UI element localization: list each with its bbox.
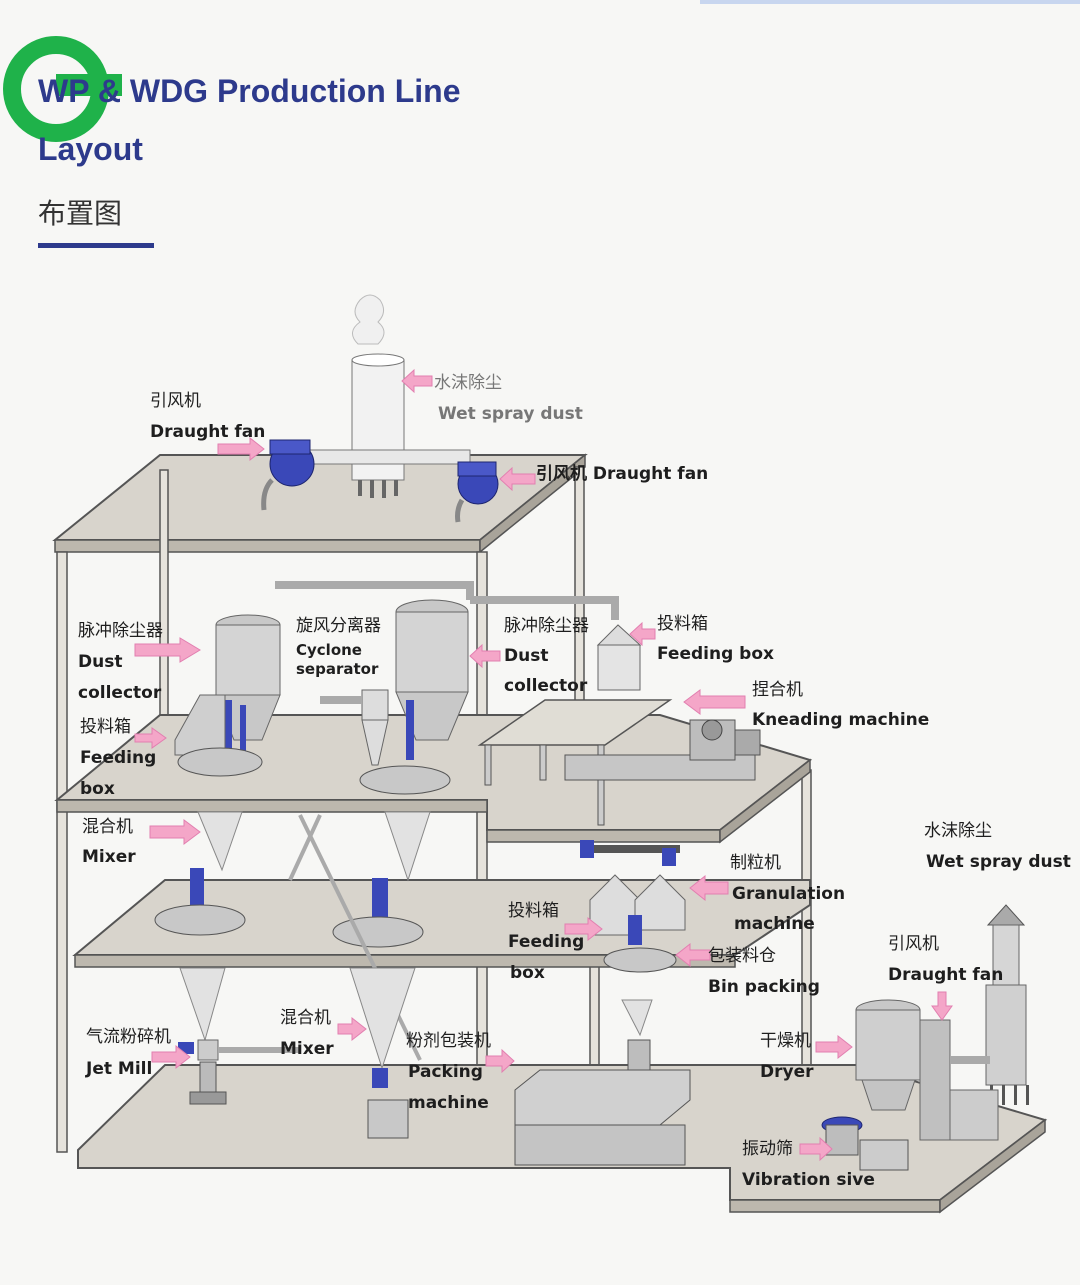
- label-dryer-en: Dryer: [760, 1062, 814, 1082]
- label-draught-fan-left-en: Draught fan: [150, 422, 266, 442]
- page-title: WP & WDG Production Line Layout: [38, 62, 558, 178]
- bin-packing-icon: [621, 999, 653, 1071]
- top-edge-line: [700, 0, 1080, 4]
- kneading-table: [477, 699, 673, 826]
- mixer-lower-icon: [349, 967, 416, 1139]
- label-wet-spray-top-zh: 水沫除尘: [434, 373, 502, 393]
- feeding-box-left-icon: [174, 694, 263, 777]
- upper-duct: [275, 581, 619, 620]
- label-kneading-zh: 捏合机: [752, 680, 803, 700]
- label-cyclone-en2: separator: [296, 660, 379, 678]
- vibration-sieve-icon: [821, 1116, 909, 1171]
- label-dust-collector-left-en2: collector: [78, 683, 162, 703]
- wet-spray-tower-top: [351, 294, 405, 498]
- label-dryer-zh: 干燥机: [760, 1031, 811, 1051]
- label-bin-packing-zh: 包装料仓: [708, 946, 776, 966]
- label-dust-collector-right-zh: 脉冲除尘器: [504, 616, 589, 636]
- label-mixer-upper-zh: 混合机: [82, 817, 133, 837]
- mixer-upper-left-icon: [154, 811, 246, 936]
- label-kneading-en: Kneading machine: [752, 710, 930, 730]
- label-wet-spray-right-en: Wet spray dust: [926, 852, 1071, 872]
- label-vibration-zh: 振动筛: [742, 1139, 793, 1159]
- wet-spray-tower-right: [985, 904, 1029, 1105]
- label-packing-en2: machine: [408, 1093, 489, 1113]
- dust-collector-right-icon: [359, 599, 469, 795]
- granulation-machine-icon: [580, 840, 686, 973]
- label-wet-spray-top-en: Wet spray dust: [438, 404, 583, 424]
- feeding-box-top-icon: [596, 624, 642, 691]
- top-platform: [52, 453, 588, 554]
- label-dust-collector-left-zh: 脉冲除尘器: [78, 621, 163, 641]
- draught-fan-right-icon: [455, 461, 499, 523]
- page-subtitle: 布置图: [38, 197, 123, 230]
- label-feeding-box-mid-en2: box: [510, 963, 545, 983]
- label-jet-mill-en: Jet Mill: [86, 1059, 153, 1079]
- label-dust-collector-right-en1: Dust: [504, 646, 549, 666]
- label-packing-en1: Packing: [408, 1062, 483, 1082]
- label-bin-packing-en: Bin packing: [708, 977, 820, 997]
- label-cyclone-zh: 旋风分离器: [296, 616, 381, 636]
- cyclone-separator-icon: [320, 689, 389, 766]
- label-feeding-box-left-en1: Feeding: [80, 748, 157, 768]
- label-dust-collector-right-en2: collector: [504, 676, 588, 696]
- label-arrows: [134, 368, 953, 1162]
- label-dust-collector-left-en1: Dust: [78, 652, 123, 672]
- top-duct: [299, 449, 471, 465]
- packing-machine-icon: [514, 1069, 691, 1166]
- label-draught-fan-lower-zh: 引风机: [888, 934, 939, 954]
- diagonal-pipe-2: [288, 814, 322, 881]
- label-cyclone-en1: Cyclone: [296, 641, 362, 659]
- frame-posts: [56, 466, 812, 1153]
- label-wet-spray-right-zh: 水沫除尘: [924, 821, 992, 841]
- label-feeding-box-top-en: Feeding box: [657, 644, 774, 664]
- label-granulation-zh: 制粒机: [730, 853, 781, 873]
- label-granulation-en2: machine: [734, 914, 815, 934]
- label-mixer-upper-en: Mixer: [82, 847, 136, 867]
- draught-fan-left-icon: [261, 439, 315, 511]
- label-mixer-lower-en: Mixer: [280, 1039, 334, 1059]
- label-draught-fan-left-zh: 引风机: [150, 391, 201, 411]
- label-draught-fan-lower-en: Draught fan: [888, 965, 1004, 985]
- label-jet-mill-zh: 气流粉碎机: [86, 1027, 171, 1047]
- label-draught-fan-right: 引风机 Draught fan: [536, 464, 709, 484]
- title-underline: [38, 243, 154, 248]
- jet-mill-icon: [178, 967, 300, 1105]
- label-feeding-box-top-zh: 投料箱: [657, 614, 708, 634]
- label-packing-zh: 粉剂包装机: [406, 1031, 491, 1051]
- dryer-icon: [855, 999, 999, 1141]
- label-mixer-lower-zh: 混合机: [280, 1008, 331, 1028]
- label-feeding-box-mid-zh: 投料箱: [508, 901, 559, 921]
- company-logo-icon: [3, 36, 122, 142]
- dust-collector-left-icon: [215, 614, 281, 755]
- label-feeding-box-left-en2: box: [80, 779, 115, 799]
- kneading-machine-icon: [564, 719, 761, 781]
- title-line-1: WP & WDG Production Line: [38, 73, 461, 109]
- label-feeding-box-mid-en1: Feeding: [508, 932, 585, 952]
- diagonal-pipe-1: [298, 814, 422, 1061]
- label-vibration-en: Vibration sive: [742, 1170, 875, 1190]
- title-line-2: Layout: [38, 131, 143, 167]
- label-granulation-en1: Granulation: [732, 884, 846, 904]
- label-feeding-box-left-zh: 投料箱: [80, 717, 131, 737]
